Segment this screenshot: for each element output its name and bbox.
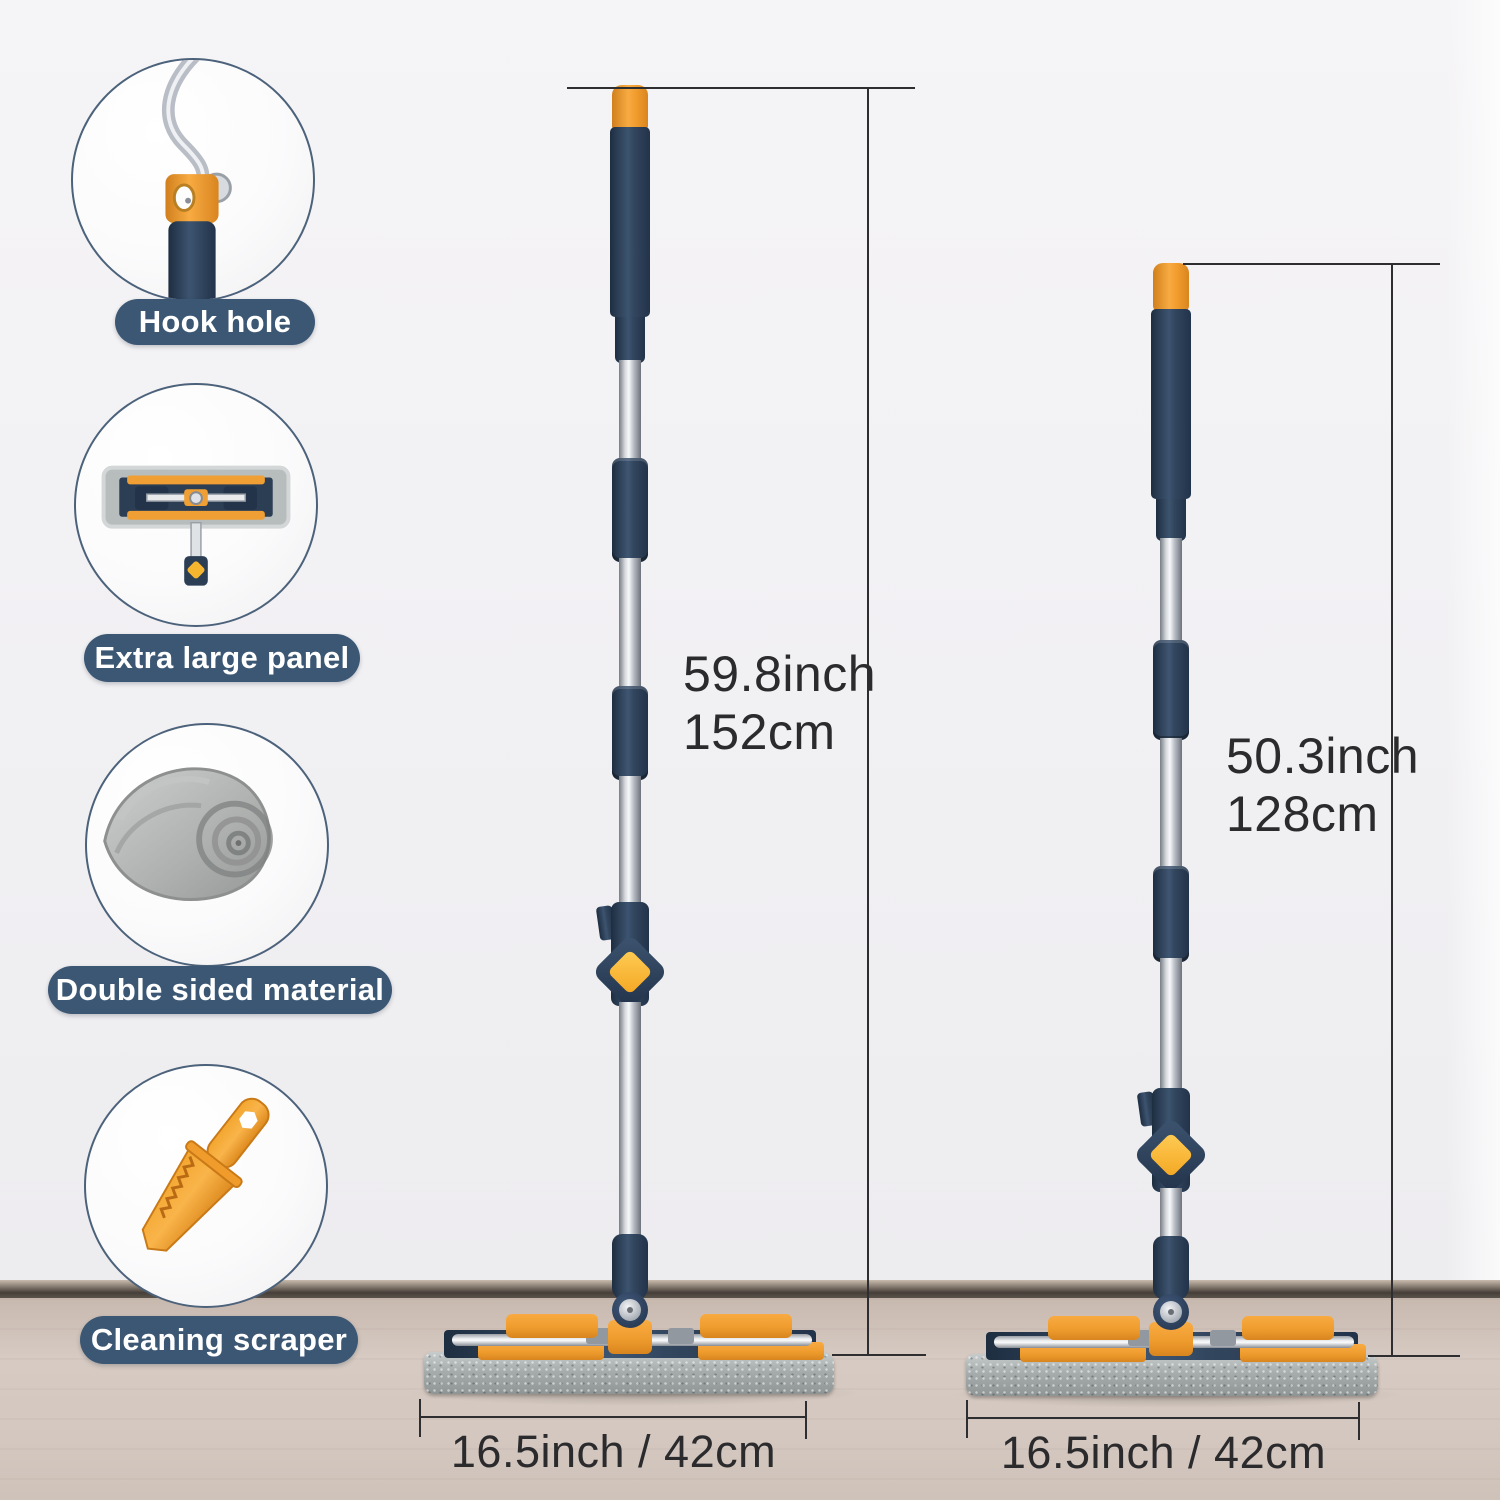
- width-dim-right-tick-tall: [805, 1401, 807, 1439]
- pole-steel-segment: [619, 360, 641, 464]
- hook-hole-icon: [162, 60, 232, 300]
- callout-label: Double sided material: [55, 972, 385, 1007]
- width-dim-right-tick-short: [1358, 1402, 1360, 1440]
- pole-connector-sleeve: [1153, 640, 1189, 740]
- pole-steel-segment: [1160, 958, 1182, 1094]
- callout-label: Cleaning scraper: [90, 1322, 348, 1357]
- microfiber-roll-icon: [103, 767, 273, 901]
- callout-photo-hook-hole: [71, 58, 315, 302]
- width-dim-left-tick-tall: [419, 1399, 421, 1437]
- mop-head-rail: [478, 1342, 604, 1360]
- callout-pill-double-sided-material: Double sided material: [48, 966, 392, 1014]
- height-dim-vertical-line-tall: [867, 87, 869, 1356]
- pole-connector-sleeve: [1153, 866, 1189, 962]
- height-cm-short: 128cm: [1226, 785, 1379, 842]
- pole-steel-segment: [619, 776, 641, 908]
- width-dim-left-tick-short: [966, 1400, 968, 1438]
- width-dim-line-short: [967, 1417, 1360, 1419]
- width-dim-line-tall: [420, 1416, 807, 1418]
- callout-pill-hook-hole: Hook hole: [115, 299, 315, 345]
- handle-grip: [610, 127, 650, 317]
- pole-steel-segment: [1160, 538, 1182, 644]
- width-label-short: 16.5inch / 42cm: [1000, 1427, 1327, 1478]
- pole-steel-segment: [1160, 1188, 1182, 1240]
- handle-cap: [612, 85, 648, 131]
- callout-photo-extra-large-panel: [74, 383, 318, 627]
- callout-label: Extra large panel: [94, 640, 350, 675]
- height-inch-short: 50.3inch: [1226, 728, 1420, 784]
- height-dim-bottom-tick-tall: [832, 1354, 926, 1356]
- panel-top-view-icon: [101, 465, 291, 586]
- handle-cap: [1153, 263, 1189, 311]
- height-inch-tall: 59.8inch: [683, 646, 877, 702]
- pole-steel-segment: [619, 558, 641, 692]
- scraper-icon: [141, 1097, 270, 1252]
- callout-pill-cleaning-scraper: Cleaning scraper: [80, 1316, 358, 1364]
- pole-steel-segment: [619, 1002, 641, 1238]
- pole-connector-sleeve: [612, 458, 648, 562]
- wall-light-edge: [1446, 0, 1500, 1284]
- pole-lower-joint: [1153, 1236, 1189, 1300]
- height-cm-tall: 152cm: [683, 703, 836, 760]
- height-dim-bottom-tick-short: [1368, 1355, 1460, 1357]
- mop-head-rail: [1240, 1344, 1366, 1362]
- callout-pill-extra-large-panel: Extra large panel: [84, 634, 360, 682]
- mop-head-clip: [506, 1314, 598, 1338]
- handle-grip: [1151, 309, 1191, 499]
- pole-connector-sleeve: [612, 686, 648, 780]
- mop-head-connector: [668, 1328, 694, 1344]
- callout-label: Hook hole: [138, 304, 292, 339]
- height-dim-vertical-line-short: [1391, 263, 1393, 1357]
- mop-head-clip: [700, 1314, 792, 1338]
- swivel-screw-dot: [627, 1307, 633, 1313]
- mop-head-rail: [1020, 1344, 1146, 1362]
- height-dim-top-line-short: [1183, 263, 1440, 265]
- pole-steel-segment: [1160, 738, 1182, 872]
- width-label-tall: 16.5inch / 42cm: [450, 1426, 777, 1477]
- callout-photo-cleaning-scraper: [84, 1064, 328, 1308]
- mop-head-connector: [1210, 1330, 1236, 1346]
- mop-head-rail: [698, 1342, 824, 1360]
- callout-photo-double-sided-material: [85, 723, 329, 967]
- baseboard: [0, 1280, 1500, 1298]
- height-dim-top-line-tall: [567, 87, 915, 89]
- handle-grip-step: [615, 317, 645, 363]
- mop-head-clip: [1242, 1316, 1334, 1340]
- height-label-short: 50.3inch 128cm: [1226, 728, 1419, 843]
- swivel-screw-dot: [1168, 1309, 1174, 1315]
- mop-head-clip: [1048, 1316, 1140, 1340]
- pole-lower-joint: [612, 1234, 648, 1300]
- height-label-tall: 59.8inch 152cm: [683, 646, 876, 761]
- handle-grip-step: [1156, 499, 1186, 541]
